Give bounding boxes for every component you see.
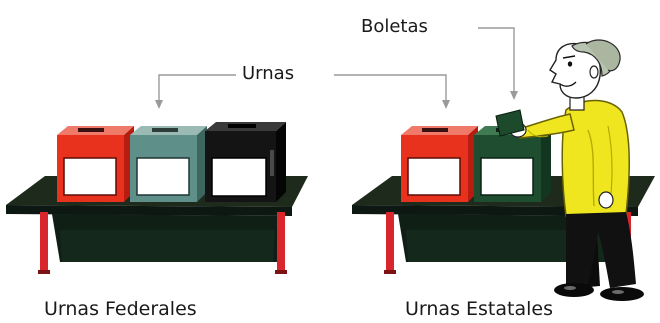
leader-urnas-left — [158, 74, 236, 104]
table-leg — [386, 212, 394, 274]
red-urn — [401, 126, 478, 202]
federal-urns-caption: Urnas Federales — [44, 298, 197, 320]
table-leg — [277, 212, 285, 274]
voter-shoe — [554, 283, 594, 297]
leader-boletas — [478, 27, 515, 95]
voter-figure — [495, 39, 644, 301]
voter-shoe — [600, 287, 644, 301]
teal-urn — [130, 126, 207, 202]
table-leg — [40, 212, 48, 274]
urns-label: Urnas — [242, 63, 295, 84]
black-urn — [205, 122, 286, 202]
red-urn — [57, 126, 134, 202]
ballots-label: Boletas — [361, 16, 428, 37]
green-urn — [474, 126, 551, 202]
leader-lines — [155, 27, 518, 109]
ballot — [495, 109, 525, 137]
state-urns-caption: Urnas Estatales — [405, 298, 553, 320]
leader-urnas-right — [334, 74, 447, 104]
